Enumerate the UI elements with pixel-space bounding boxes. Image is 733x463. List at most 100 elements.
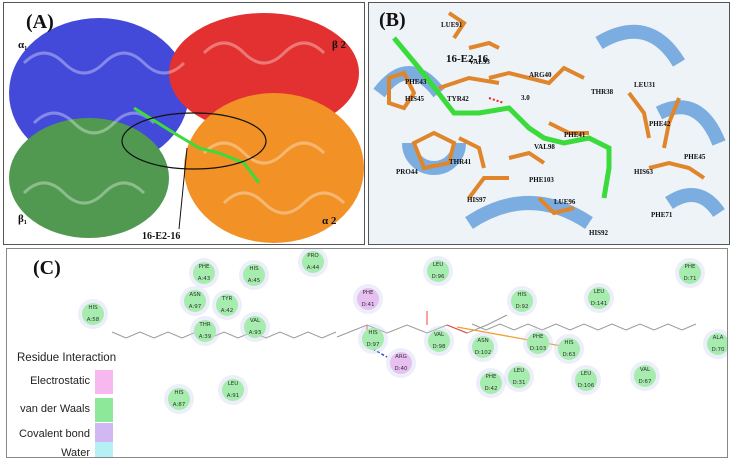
residue-node: HIS A:58 <box>82 303 104 325</box>
residue-name: LEU <box>580 371 592 377</box>
ligand-label: 16-E2-16 <box>446 53 489 65</box>
residue-id: D:103 <box>529 346 547 352</box>
residue-name: HIS <box>517 292 527 298</box>
ligand-molecule <box>133 106 261 184</box>
residue-node: HIS D:92 <box>511 290 533 312</box>
residue-label: TYR42 <box>447 95 469 103</box>
residue-node: VAL D:98 <box>428 330 450 352</box>
residue-name: VAL <box>249 318 261 324</box>
residue-label: PHE43 <box>405 78 427 86</box>
residue-label: THR41 <box>449 158 472 166</box>
alpha2-subunit <box>184 93 364 243</box>
residue-label: ARG40 <box>529 71 552 79</box>
residue-name: LEU <box>593 289 605 295</box>
binding-site-ellipse <box>121 112 267 170</box>
legend-label: van der Waals <box>20 403 90 415</box>
residue-label: PHE103 <box>529 176 554 184</box>
residue-id: D:141 <box>590 301 608 307</box>
residue-name: PHE <box>532 334 544 340</box>
legend-swatch <box>95 398 113 422</box>
residue-name: PHE <box>684 264 696 270</box>
residue-id: A:91 <box>226 393 240 399</box>
residue-label: PHE45 <box>684 153 706 161</box>
residue-name: HIS <box>368 330 378 336</box>
residue-name: HIS <box>88 305 98 311</box>
legend-swatch <box>95 423 113 447</box>
residue-name: HIS <box>174 390 184 396</box>
hydrogen-bond <box>488 97 505 104</box>
residue-id: D:63 <box>562 352 576 358</box>
residue-id: D:31 <box>512 380 526 386</box>
residue-name: PHE <box>485 374 497 380</box>
residue-id: A:58 <box>86 317 100 323</box>
alpha2-label: α 2 <box>322 215 337 227</box>
residue-node: PHE D:103 <box>527 332 549 354</box>
residue-name: VAL <box>433 332 445 338</box>
residue-label: PHE42 <box>649 120 671 128</box>
residue-name: ARG <box>395 354 407 360</box>
residue-id: D:102 <box>474 350 492 356</box>
residue-id: D:96 <box>431 274 445 280</box>
residue-node: PHE D:71 <box>679 262 701 284</box>
residue-id: D:67 <box>638 379 652 385</box>
residue-label: VAL98 <box>534 143 555 151</box>
panel-label: (B) <box>379 9 406 31</box>
residue-label: THR38 <box>591 88 614 96</box>
residue-id: A:87 <box>172 402 186 408</box>
beta2-label: β 2 <box>332 39 347 51</box>
residue-label: HIS63 <box>634 168 654 176</box>
legend-label: Water <box>61 447 90 458</box>
legend-title: Residue Interaction <box>17 352 117 364</box>
legend-label: Electrostatic <box>30 375 90 387</box>
residue-label: LUE96 <box>554 198 576 206</box>
residue-node: HIS A:87 <box>168 388 190 410</box>
residue-label: LEU31 <box>634 81 656 89</box>
residue-name: LEU <box>432 262 444 268</box>
residue-label: HIS92 <box>589 229 609 237</box>
residue-node: LEU D:96 <box>427 260 449 282</box>
residue-name: HIS <box>249 266 259 272</box>
residue-id: D:40 <box>394 366 408 372</box>
residue-id: D:92 <box>515 304 529 310</box>
legend-label: Covalent bond <box>19 428 90 440</box>
protein-ribbon-image <box>9 13 364 243</box>
residue-node: PHE D:41 <box>357 288 379 310</box>
residue-name: PHE <box>198 264 210 270</box>
residue-name: VAL <box>639 367 651 373</box>
residue-label: HIS45 <box>405 95 425 103</box>
residue-name: TYR <box>221 296 233 302</box>
panel-label: (C) <box>33 257 61 279</box>
legend-swatch <box>95 370 113 394</box>
hydrogen-bond <box>363 343 388 358</box>
residue-id: D:41 <box>361 302 375 308</box>
residue-label: LUE91 <box>441 21 463 29</box>
residue-name: PHE <box>362 290 374 296</box>
residue-label: PHE71 <box>651 211 673 219</box>
panel-label: (A) <box>26 11 54 33</box>
residue-node: ARG D:40 <box>390 352 412 374</box>
residue-name: PRO <box>307 253 319 259</box>
residue-id: A:97 <box>188 304 202 310</box>
residue-id: A:45 <box>247 278 261 284</box>
alpha1-label: α₁ <box>18 39 28 51</box>
ligand-molecule <box>392 36 612 199</box>
residue-name: ASN <box>477 338 489 344</box>
residue-id: D:106 <box>577 383 595 389</box>
residue-id: D:98 <box>432 344 446 350</box>
residue-label: VAL93 <box>469 58 490 66</box>
residue-id: D:71 <box>683 276 697 282</box>
residue-id: A:39 <box>198 334 212 340</box>
